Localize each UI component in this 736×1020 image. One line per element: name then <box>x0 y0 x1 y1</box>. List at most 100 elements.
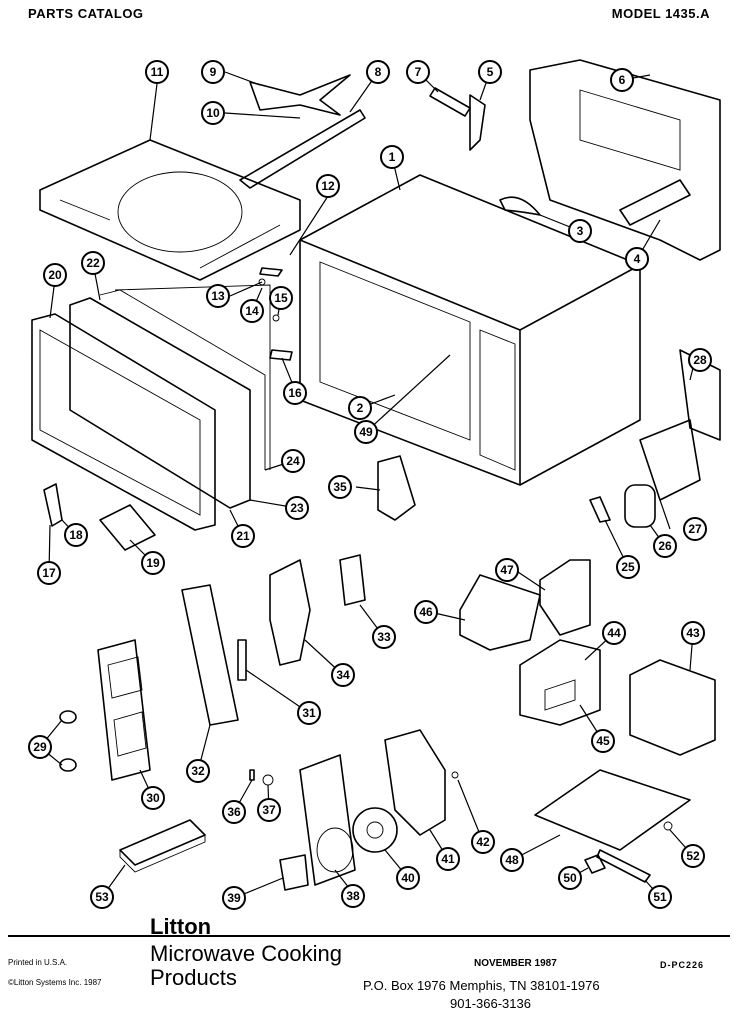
callout-22: 22 <box>81 251 105 275</box>
svg-text:28: 28 <box>693 353 707 367</box>
svg-text:46: 46 <box>419 605 433 619</box>
svg-text:34: 34 <box>336 668 350 682</box>
brand-logo: Litton <box>150 914 212 939</box>
callout-17: 17 <box>37 561 61 585</box>
svg-text:51: 51 <box>653 890 667 904</box>
callout-39: 39 <box>222 886 246 910</box>
svg-text:14: 14 <box>245 304 259 318</box>
callout-10: 10 <box>201 101 225 125</box>
callout-41: 41 <box>436 847 460 871</box>
svg-text:10: 10 <box>206 106 220 120</box>
footer-divider <box>8 935 730 937</box>
svg-text:6: 6 <box>619 73 626 87</box>
callout-45: 45 <box>591 729 615 753</box>
svg-text:27: 27 <box>688 522 702 536</box>
svg-text:53: 53 <box>95 890 109 904</box>
svg-text:30: 30 <box>146 791 160 805</box>
callout-8: 8 <box>366 60 390 84</box>
callout-52: 52 <box>681 844 705 868</box>
svg-text:26: 26 <box>658 539 672 553</box>
callout-11: 11 <box>145 60 169 84</box>
callout-14: 14 <box>240 299 264 323</box>
phone-number: 901-366-3136 <box>450 996 531 1011</box>
callout-42: 42 <box>471 830 495 854</box>
exploded-parts-diagram: 1 2 3 4 5 6 7 8 9 10 11 12 13 14 15 16 1… <box>28 59 721 910</box>
svg-text:22: 22 <box>86 256 100 270</box>
callout-28: 28 <box>688 348 712 372</box>
callout-2: 2 <box>348 396 372 420</box>
svg-text:50: 50 <box>563 871 577 885</box>
svg-text:40: 40 <box>401 871 415 885</box>
callout-53: 53 <box>90 885 114 909</box>
callout-50: 50 <box>558 866 582 890</box>
svg-text:2: 2 <box>357 401 364 415</box>
callout-16: 16 <box>283 381 307 405</box>
svg-text:32: 32 <box>191 764 205 778</box>
svg-text:42: 42 <box>476 835 490 849</box>
svg-text:8: 8 <box>375 65 382 79</box>
svg-text:20: 20 <box>48 268 62 282</box>
svg-text:38: 38 <box>346 889 360 903</box>
svg-text:29: 29 <box>33 740 47 754</box>
svg-text:17: 17 <box>42 566 56 580</box>
svg-text:16: 16 <box>288 386 302 400</box>
svg-text:1: 1 <box>389 150 396 164</box>
mailing-address: P.O. Box 1976 Memphis, TN 38101-1976 <box>363 978 600 993</box>
svg-text:44: 44 <box>607 626 621 640</box>
catalog-title: PARTS CATALOG <box>28 6 144 21</box>
svg-text:19: 19 <box>146 556 160 570</box>
callout-30: 30 <box>141 786 165 810</box>
callout-12: 12 <box>316 174 340 198</box>
callout-31: 31 <box>297 701 321 725</box>
callout-35: 35 <box>328 475 352 499</box>
svg-text:33: 33 <box>377 630 391 644</box>
product-line: Microwave Cooking Products <box>150 942 342 990</box>
svg-text:18: 18 <box>69 528 83 542</box>
svg-text:13: 13 <box>211 289 225 303</box>
callout-26: 26 <box>653 534 677 558</box>
svg-text:4: 4 <box>634 252 641 266</box>
callout-27: 27 <box>683 517 707 541</box>
svg-text:31: 31 <box>302 706 316 720</box>
callout-33: 33 <box>372 625 396 649</box>
svg-text:9: 9 <box>210 65 217 79</box>
part-drawings <box>31 59 721 891</box>
callout-3: 3 <box>568 219 592 243</box>
callout-9: 9 <box>201 60 225 84</box>
svg-text:35: 35 <box>333 480 347 494</box>
callout-23: 23 <box>285 496 309 520</box>
svg-text:49: 49 <box>359 425 373 439</box>
svg-text:36: 36 <box>227 805 241 819</box>
callout-15: 15 <box>269 286 293 310</box>
svg-text:47: 47 <box>500 563 514 577</box>
svg-text:41: 41 <box>441 852 455 866</box>
callout-4: 4 <box>625 247 649 271</box>
callout-7: 7 <box>406 60 430 84</box>
svg-text:25: 25 <box>621 560 635 574</box>
svg-text:43: 43 <box>686 626 700 640</box>
svg-text:48: 48 <box>505 853 519 867</box>
publication-date: NOVEMBER 1987 <box>474 958 557 969</box>
svg-text:52: 52 <box>686 849 700 863</box>
svg-text:37: 37 <box>262 803 276 817</box>
svg-text:3: 3 <box>577 224 584 238</box>
product-line-2: Products <box>150 965 237 990</box>
callout-48: 48 <box>500 848 524 872</box>
callout-1: 1 <box>380 145 404 169</box>
svg-text:45: 45 <box>596 734 610 748</box>
callout-38: 38 <box>341 884 365 908</box>
callout-36: 36 <box>222 800 246 824</box>
callout-49: 49 <box>354 420 378 444</box>
callout-19: 19 <box>141 551 165 575</box>
callout-13: 13 <box>206 284 230 308</box>
svg-text:39: 39 <box>227 891 241 905</box>
callout-46: 46 <box>414 600 438 624</box>
callout-21: 21 <box>231 524 255 548</box>
document-code: D-PC226 <box>660 960 705 970</box>
callout-37: 37 <box>257 798 281 822</box>
callout-6: 6 <box>610 68 634 92</box>
callout-24: 24 <box>281 449 305 473</box>
svg-text:11: 11 <box>151 65 164 79</box>
callout-44: 44 <box>602 621 626 645</box>
callouts: 1 2 3 4 5 6 7 8 9 10 11 12 13 14 15 16 1… <box>28 60 712 910</box>
